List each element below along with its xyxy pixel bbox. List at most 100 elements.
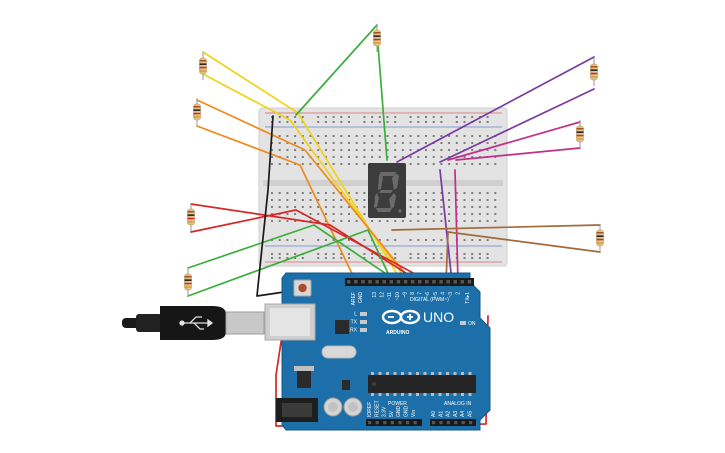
header-hole[interactable] (413, 421, 417, 425)
seven-segment-display[interactable] (368, 163, 406, 218)
breadboard-hole (471, 239, 474, 241)
breadboard-hole (440, 149, 443, 151)
breadboard-hole (455, 163, 458, 165)
breadboard-hole (386, 239, 389, 241)
header-hole[interactable] (396, 280, 401, 284)
wire-black-gnd[interactable] (256, 115, 319, 297)
header-hole[interactable] (446, 280, 450, 284)
breadboard-hole (324, 142, 327, 144)
header-hole[interactable] (403, 280, 408, 284)
breadboard-hole (271, 220, 273, 222)
wire-purple-3[interactable] (439, 169, 453, 283)
resistor-4[interactable] (590, 58, 598, 86)
breadboard-hole (432, 121, 435, 123)
header-hole[interactable] (418, 280, 422, 284)
header-hole[interactable] (406, 421, 410, 425)
breadboard-hole (317, 253, 320, 255)
header-hole[interactable] (375, 280, 379, 284)
breadboard-hole (286, 142, 289, 144)
resistor-2[interactable] (193, 98, 201, 126)
header-hole[interactable] (469, 421, 473, 425)
wire-orange-1[interactable] (196, 99, 413, 283)
wire-green-top[interactable] (295, 24, 378, 116)
wire-brown-2[interactable] (445, 231, 601, 283)
header-hole[interactable] (354, 280, 358, 284)
resistor-3[interactable] (373, 24, 381, 52)
breadboard-hole (271, 156, 273, 158)
breadboard-hole (409, 257, 412, 259)
breadboard-hole (294, 121, 297, 123)
breadboard-hole (478, 253, 481, 255)
breadboard-hole (332, 220, 335, 222)
wire-green-bottom-1[interactable] (187, 224, 399, 283)
header-hole[interactable] (453, 280, 458, 284)
usb-cable[interactable] (122, 306, 265, 340)
breadboard-hole (278, 199, 281, 201)
header-hole[interactable] (368, 421, 372, 425)
analog-header[interactable] (430, 419, 476, 426)
breadboard-hole (348, 135, 350, 137)
wire-magenta-3[interactable] (454, 169, 459, 283)
resistor-band (373, 38, 381, 41)
chip-pin (423, 393, 427, 396)
header-hole[interactable] (432, 280, 436, 284)
resistor-5[interactable] (576, 120, 584, 148)
header-hole[interactable] (439, 421, 443, 425)
header-hole[interactable] (361, 280, 365, 284)
header-hole[interactable] (383, 421, 387, 425)
wire-magenta-1[interactable] (447, 121, 581, 161)
wire-orange-2[interactable] (196, 125, 357, 283)
breadboard-hole (286, 121, 289, 123)
analog-pin-label: A1 (438, 411, 444, 417)
breadboard-hole (409, 149, 412, 151)
resistor-band (187, 221, 195, 223)
breadboard-hole (432, 206, 435, 208)
header-hole[interactable] (454, 421, 458, 425)
wire-brown-1[interactable] (391, 224, 601, 231)
wire-magenta-2[interactable] (455, 147, 581, 161)
breadboard-hole (294, 156, 297, 158)
breadboard-hole (324, 199, 327, 201)
breadboard-hole (309, 142, 312, 144)
header-hole[interactable] (410, 280, 415, 284)
breadboard-hole (486, 121, 489, 123)
breadboard-hole (332, 135, 335, 137)
resistor-6[interactable] (187, 203, 195, 231)
header-hole[interactable] (389, 280, 394, 284)
header-hole[interactable] (439, 280, 443, 284)
breadboard-hole (317, 163, 320, 165)
reset-button[interactable] (298, 283, 307, 293)
header-hole[interactable] (460, 280, 465, 284)
breadboard-hole (294, 135, 297, 137)
resistor-8[interactable] (596, 224, 604, 252)
wire-green-bottom-2[interactable] (187, 229, 393, 297)
wire-purple-1[interactable] (396, 56, 595, 163)
header-hole[interactable] (446, 421, 450, 425)
header-hole[interactable] (461, 421, 465, 425)
wire-green-display[interactable] (377, 44, 388, 161)
header-hole[interactable] (398, 421, 402, 425)
wire-red-2[interactable] (190, 209, 431, 283)
header-hole[interactable] (390, 421, 394, 425)
breadboard-hole (378, 116, 381, 118)
header-hole[interactable] (425, 280, 429, 284)
header-hole[interactable] (467, 280, 472, 284)
wire-purple-2[interactable] (439, 88, 595, 163)
resistor-1[interactable] (199, 52, 207, 80)
breadboard-hole (409, 192, 412, 194)
breadboard-hole (463, 253, 466, 255)
digital-header[interactable] (345, 278, 474, 286)
header-hole[interactable] (375, 421, 379, 425)
breadboard-hole (471, 253, 474, 255)
header-hole[interactable] (347, 280, 351, 284)
header-hole[interactable] (432, 421, 436, 425)
breadboard-hole (340, 156, 343, 158)
resistor-band (184, 276, 192, 278)
wire-red-1[interactable] (190, 203, 421, 283)
header-hole[interactable] (368, 280, 372, 284)
chip-pin (416, 372, 419, 375)
breadboard-hole (378, 220, 381, 222)
header-hole[interactable] (382, 280, 387, 284)
resistor-7[interactable] (184, 268, 192, 296)
